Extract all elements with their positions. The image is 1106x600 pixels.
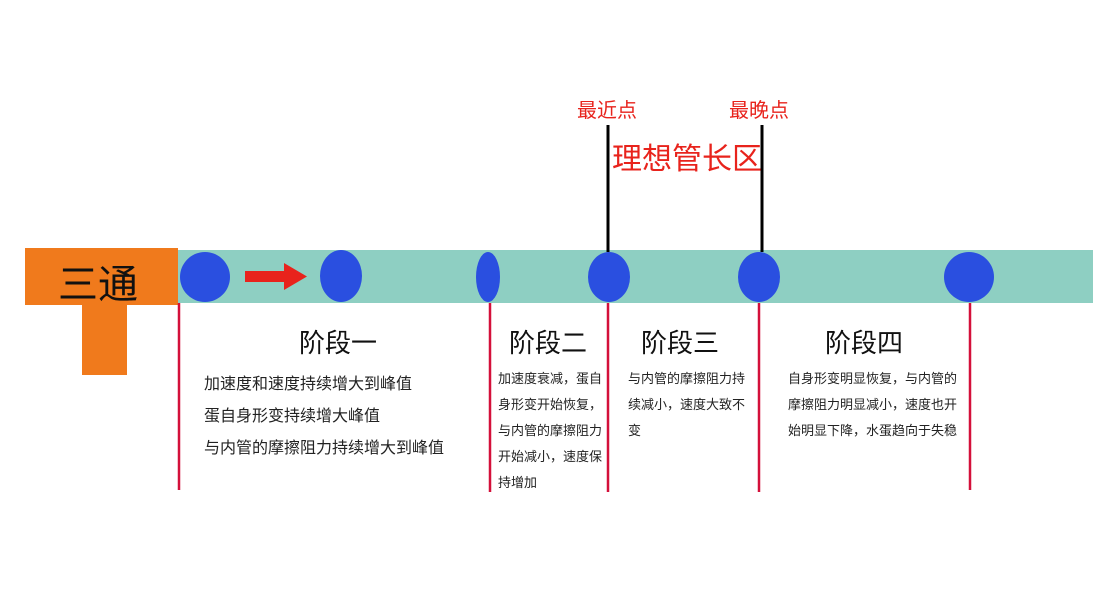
egg-ball (476, 252, 500, 302)
stage4-title: 阶段四 (825, 329, 904, 359)
direction-arrow-icon (245, 263, 307, 290)
stage4-description: 自身形变明显恢复，与内管的摩擦阻力明显减小，速度也开始明显下降，水蛋趋向于失稳 (788, 372, 958, 439)
stage3-description: 与内管的摩擦阻力持续减小，速度大致不变 (628, 372, 746, 439)
tee-label: 三通 (58, 262, 138, 308)
egg-ball (738, 252, 780, 302)
ideal-zone-label: 理想管长区 (612, 142, 762, 177)
stage2-title: 阶段二 (509, 329, 588, 359)
tee-body (25, 248, 178, 305)
stage1-line: 蛋自身形变持续增大峰值 (204, 406, 381, 425)
stage1-line: 与内管的摩擦阻力持续增大到峰值 (204, 438, 445, 457)
stage3-title: 阶段三 (641, 329, 720, 359)
latest-point-label: 最晚点 (729, 98, 789, 122)
egg-ball (588, 252, 630, 302)
egg-ball (944, 252, 994, 302)
egg-ball (320, 250, 362, 302)
stage1-title: 阶段一 (299, 329, 378, 359)
tee-stem (82, 303, 127, 375)
egg-ball (180, 252, 230, 302)
nearest-point-label: 最近点 (577, 98, 637, 122)
stage1-line: 加速度和速度持续增大到峰值 (204, 374, 413, 393)
stage2-description: 加速度衰减，蛋自身形变开始恢复，与内管的摩擦阻力开始减小，速度保持增加 (498, 372, 603, 491)
stage1-description: 加速度和速度持续增大到峰值 蛋自身形变持续增大峰值 与内管的摩擦阻力持续增大到峰… (204, 368, 444, 464)
